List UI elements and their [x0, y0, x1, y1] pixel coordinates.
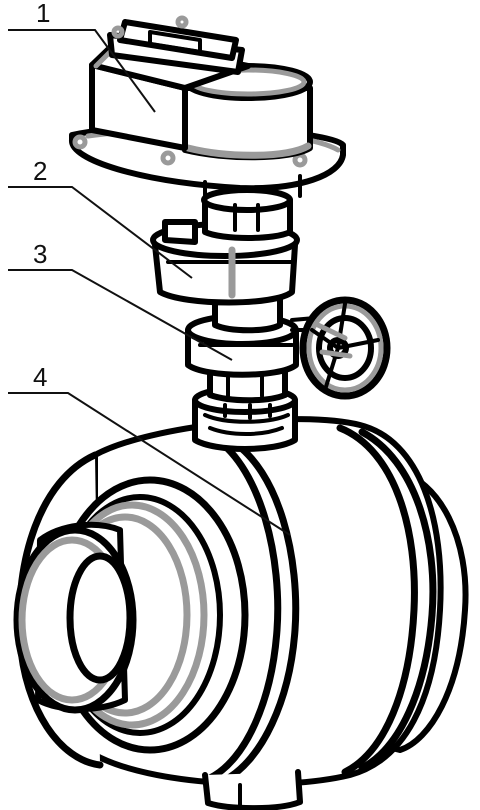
callout-1: 1	[8, 0, 156, 113]
callout-label-3: 3	[33, 239, 47, 269]
handwheel	[299, 296, 391, 400]
callout-4: 4	[8, 362, 291, 536]
callout-2: 2	[8, 156, 193, 279]
callout-label-1: 1	[36, 0, 50, 28]
valve-body	[13, 416, 469, 810]
callout-3: 3	[8, 239, 233, 361]
actuator	[69, 15, 346, 200]
callout-label-2: 2	[33, 156, 47, 186]
coupling	[150, 187, 300, 334]
callout-label-4: 4	[33, 362, 47, 392]
